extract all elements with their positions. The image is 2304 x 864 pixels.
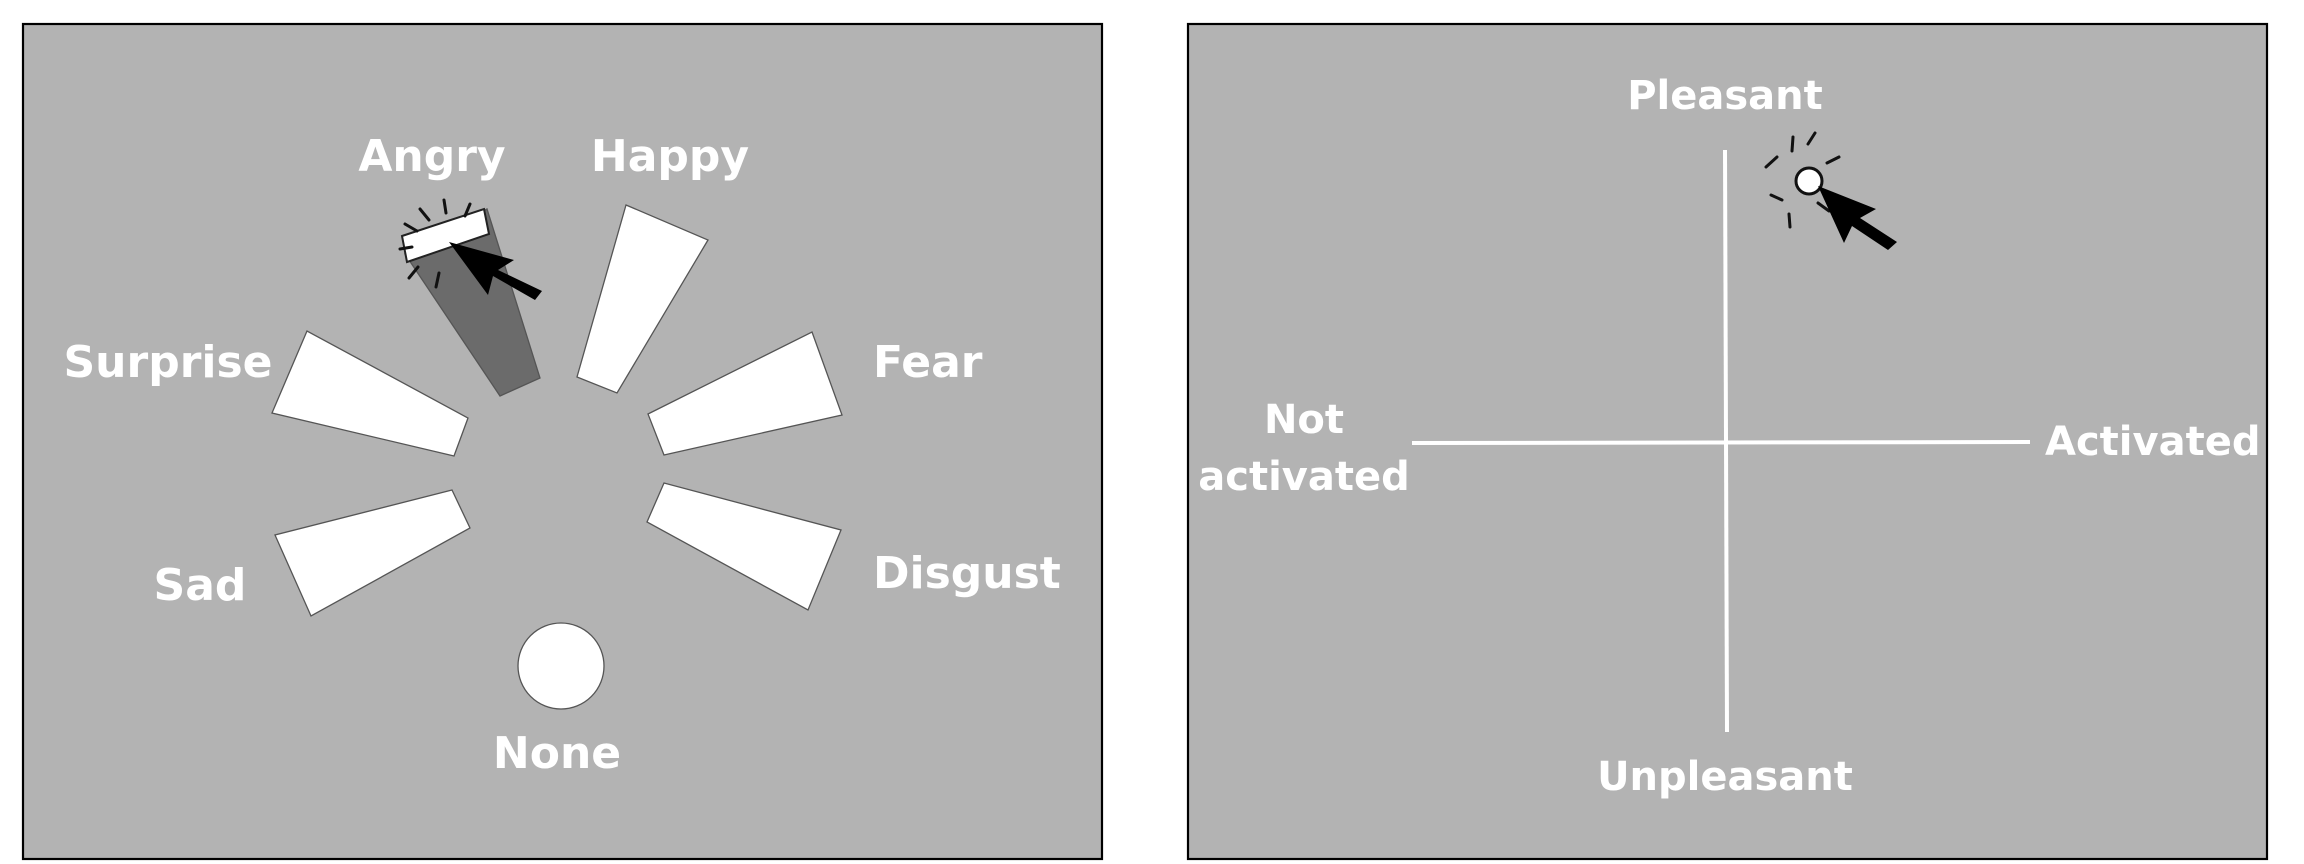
affect-grid-click-area[interactable] xyxy=(1412,150,2030,732)
label-not-activated-line2: activated xyxy=(1198,454,1409,500)
wedge-disgust[interactable] xyxy=(646,482,842,611)
label-activated: Activated xyxy=(2045,419,2260,465)
wedge-happy[interactable] xyxy=(576,204,709,394)
emotion-panel-background xyxy=(21,22,1104,861)
wedge-fear[interactable] xyxy=(647,331,843,456)
label-none: None xyxy=(493,728,621,779)
label-angry: Angry xyxy=(358,131,505,182)
click-burst-icon xyxy=(398,198,472,289)
activation-axis xyxy=(1411,440,2031,445)
label-sad: Sad xyxy=(154,560,247,611)
selected-point-marker xyxy=(1794,166,1824,196)
label-happy: Happy xyxy=(591,131,749,182)
label-not-activated-line1: Not xyxy=(1264,397,1344,443)
label-pleasant: Pleasant xyxy=(1627,73,1823,119)
cursor-arrow-icon xyxy=(1818,186,1897,250)
wedge-sad[interactable] xyxy=(274,489,471,617)
label-unpleasant: Unpleasant xyxy=(1597,754,1853,800)
click-burst-icon xyxy=(1764,131,1841,229)
cursor-arrow-icon xyxy=(449,242,542,300)
label-disgust: Disgust xyxy=(873,548,1061,599)
wedge-angry[interactable] xyxy=(400,207,541,397)
wedge-surprise[interactable] xyxy=(271,330,469,457)
label-fear: Fear xyxy=(873,337,983,388)
label-surprise: Surprise xyxy=(63,337,272,388)
none-button[interactable] xyxy=(517,622,605,710)
emotion-wheel-panel: Angry Happy Fear Disgust Sad Surprise No… xyxy=(21,22,1104,861)
wedge-angry-rating-marker[interactable] xyxy=(400,207,491,264)
affect-grid-panel: Pleasant Unpleasant Activated Not activa… xyxy=(1186,22,2269,861)
